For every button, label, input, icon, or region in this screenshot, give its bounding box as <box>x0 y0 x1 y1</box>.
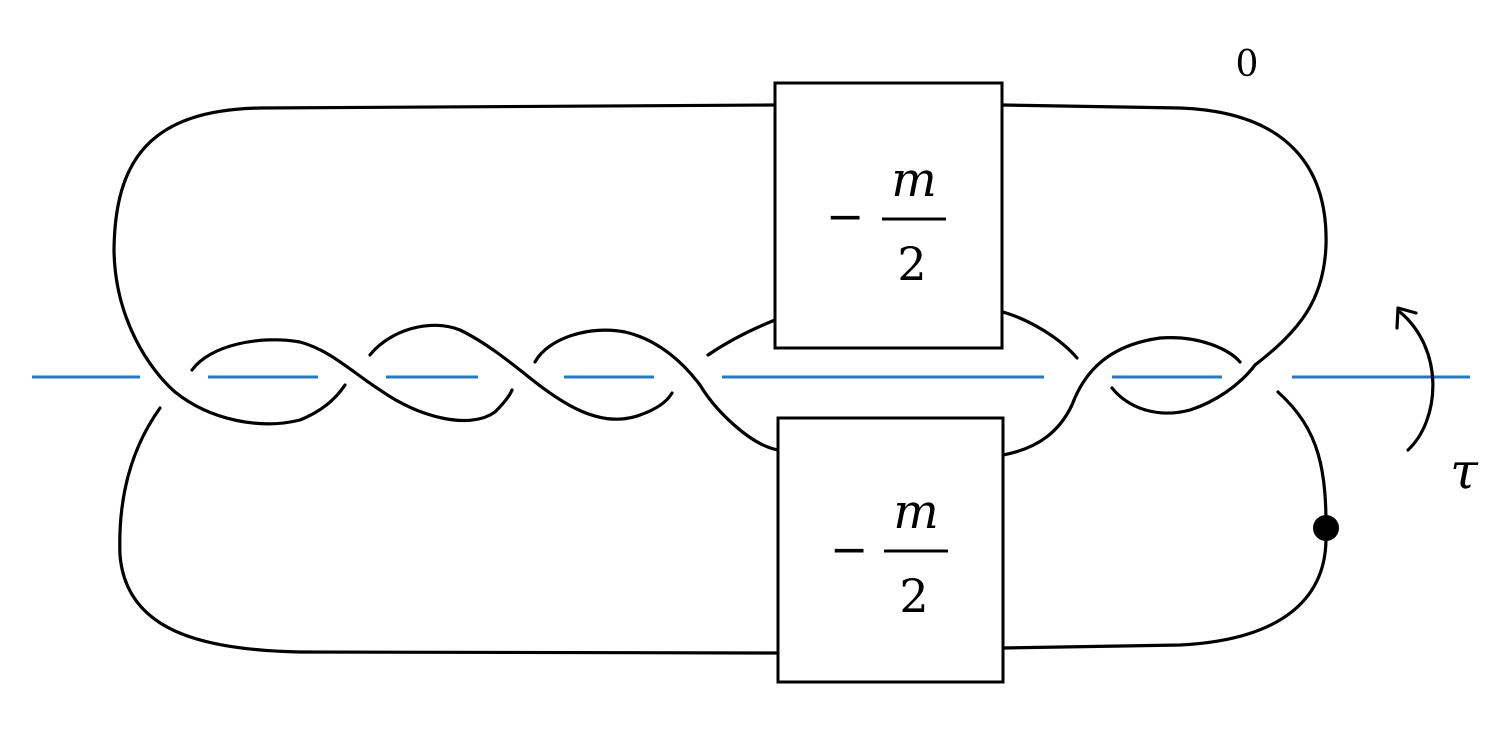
outer-bottom-strand <box>118 406 780 655</box>
right-band-strand-c <box>1110 363 1257 415</box>
box-bottom-denominator: 2 <box>899 569 928 623</box>
twist-box-top: − m 2 <box>773 81 1004 350</box>
box-bottom-numerator: m <box>893 484 939 540</box>
outer-bottom-right-strand <box>1001 390 1328 650</box>
twist-strand-e <box>533 328 780 452</box>
rotation-label: τ <box>1450 442 1479 500</box>
framing-label: 0 <box>1236 44 1259 85</box>
right-band-strand-b <box>1001 336 1242 457</box>
twist-box-bottom: − m 2 <box>776 416 1005 684</box>
box-bottom-sign: − <box>830 522 869 576</box>
twist-strand-d <box>528 376 674 421</box>
outer-top-strand <box>112 103 777 394</box>
outer-top-right-strand <box>1001 103 1328 367</box>
box-top-denominator: 2 <box>897 237 926 291</box>
box-top-numerator: m <box>891 152 937 208</box>
rotation-arrow-icon <box>1395 306 1435 452</box>
twist-strand-a <box>173 383 347 426</box>
twist-strand-f <box>706 318 777 357</box>
twist-strand-b <box>190 338 514 423</box>
twist-strand-c <box>368 323 532 380</box>
dot-marker <box>1313 515 1339 541</box>
box-top-sign: − <box>826 189 865 243</box>
right-band-strand-a <box>1001 310 1079 360</box>
